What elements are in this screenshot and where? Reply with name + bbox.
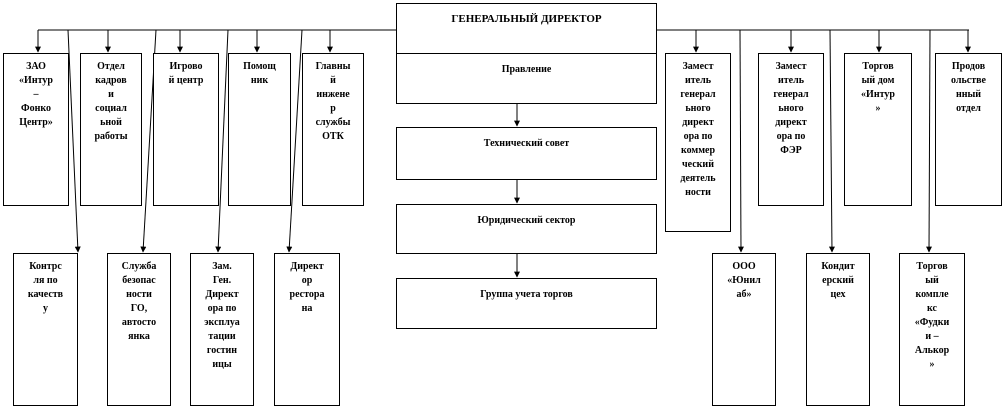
trade-accounting-group-box: Группа учета торгов xyxy=(396,278,657,329)
zao-intur-box: ЗАО «Интур – Фонко Центр» xyxy=(3,53,69,206)
deputy-fer-box: Замест итель генерал ьного директ ора по… xyxy=(758,53,824,206)
assistant-box: Помощ ник xyxy=(228,53,291,206)
ooo-yunilab-box: ООО «Юнил aб» xyxy=(712,253,776,406)
legal-sector-box: Юридический сектор xyxy=(396,204,657,254)
board-box: Правление xyxy=(396,53,657,104)
food-department-box: Продов ольстве нный отдел xyxy=(935,53,1002,206)
restaurant-director-box: Директ ор рестора на xyxy=(274,253,340,406)
security-service-box: Служба безопас ности ГО, автосто янка xyxy=(107,253,171,406)
game-center-box: Игрово й центр xyxy=(153,53,219,206)
confectionery-box: Кондит ерский цех xyxy=(806,253,870,406)
trade-complex-box: Торгов ый комплe кс «Фудки и – Алькор » xyxy=(899,253,965,406)
chief-engineer-box: Главны й инжене р службы ОТК xyxy=(302,53,364,206)
hr-department-box: Отдел кадров и социал ьной работы xyxy=(80,53,142,206)
trading-house-box: Торгов ый дом «Интур » xyxy=(844,53,912,206)
deputy-commercial-box: Замест итель генерал ьного директ ора по… xyxy=(665,53,731,232)
technical-council-box: Технический совет xyxy=(396,127,657,180)
quality-control-box: Контрс ля по качеств у xyxy=(13,253,78,406)
deputy-hotel-operations-box: Зам. Ген. Директ ора по эксплуа тации го… xyxy=(190,253,254,406)
general-director-box: ГЕНЕРАЛЬНЫЙ ДИРЕКТОР xyxy=(396,3,657,54)
